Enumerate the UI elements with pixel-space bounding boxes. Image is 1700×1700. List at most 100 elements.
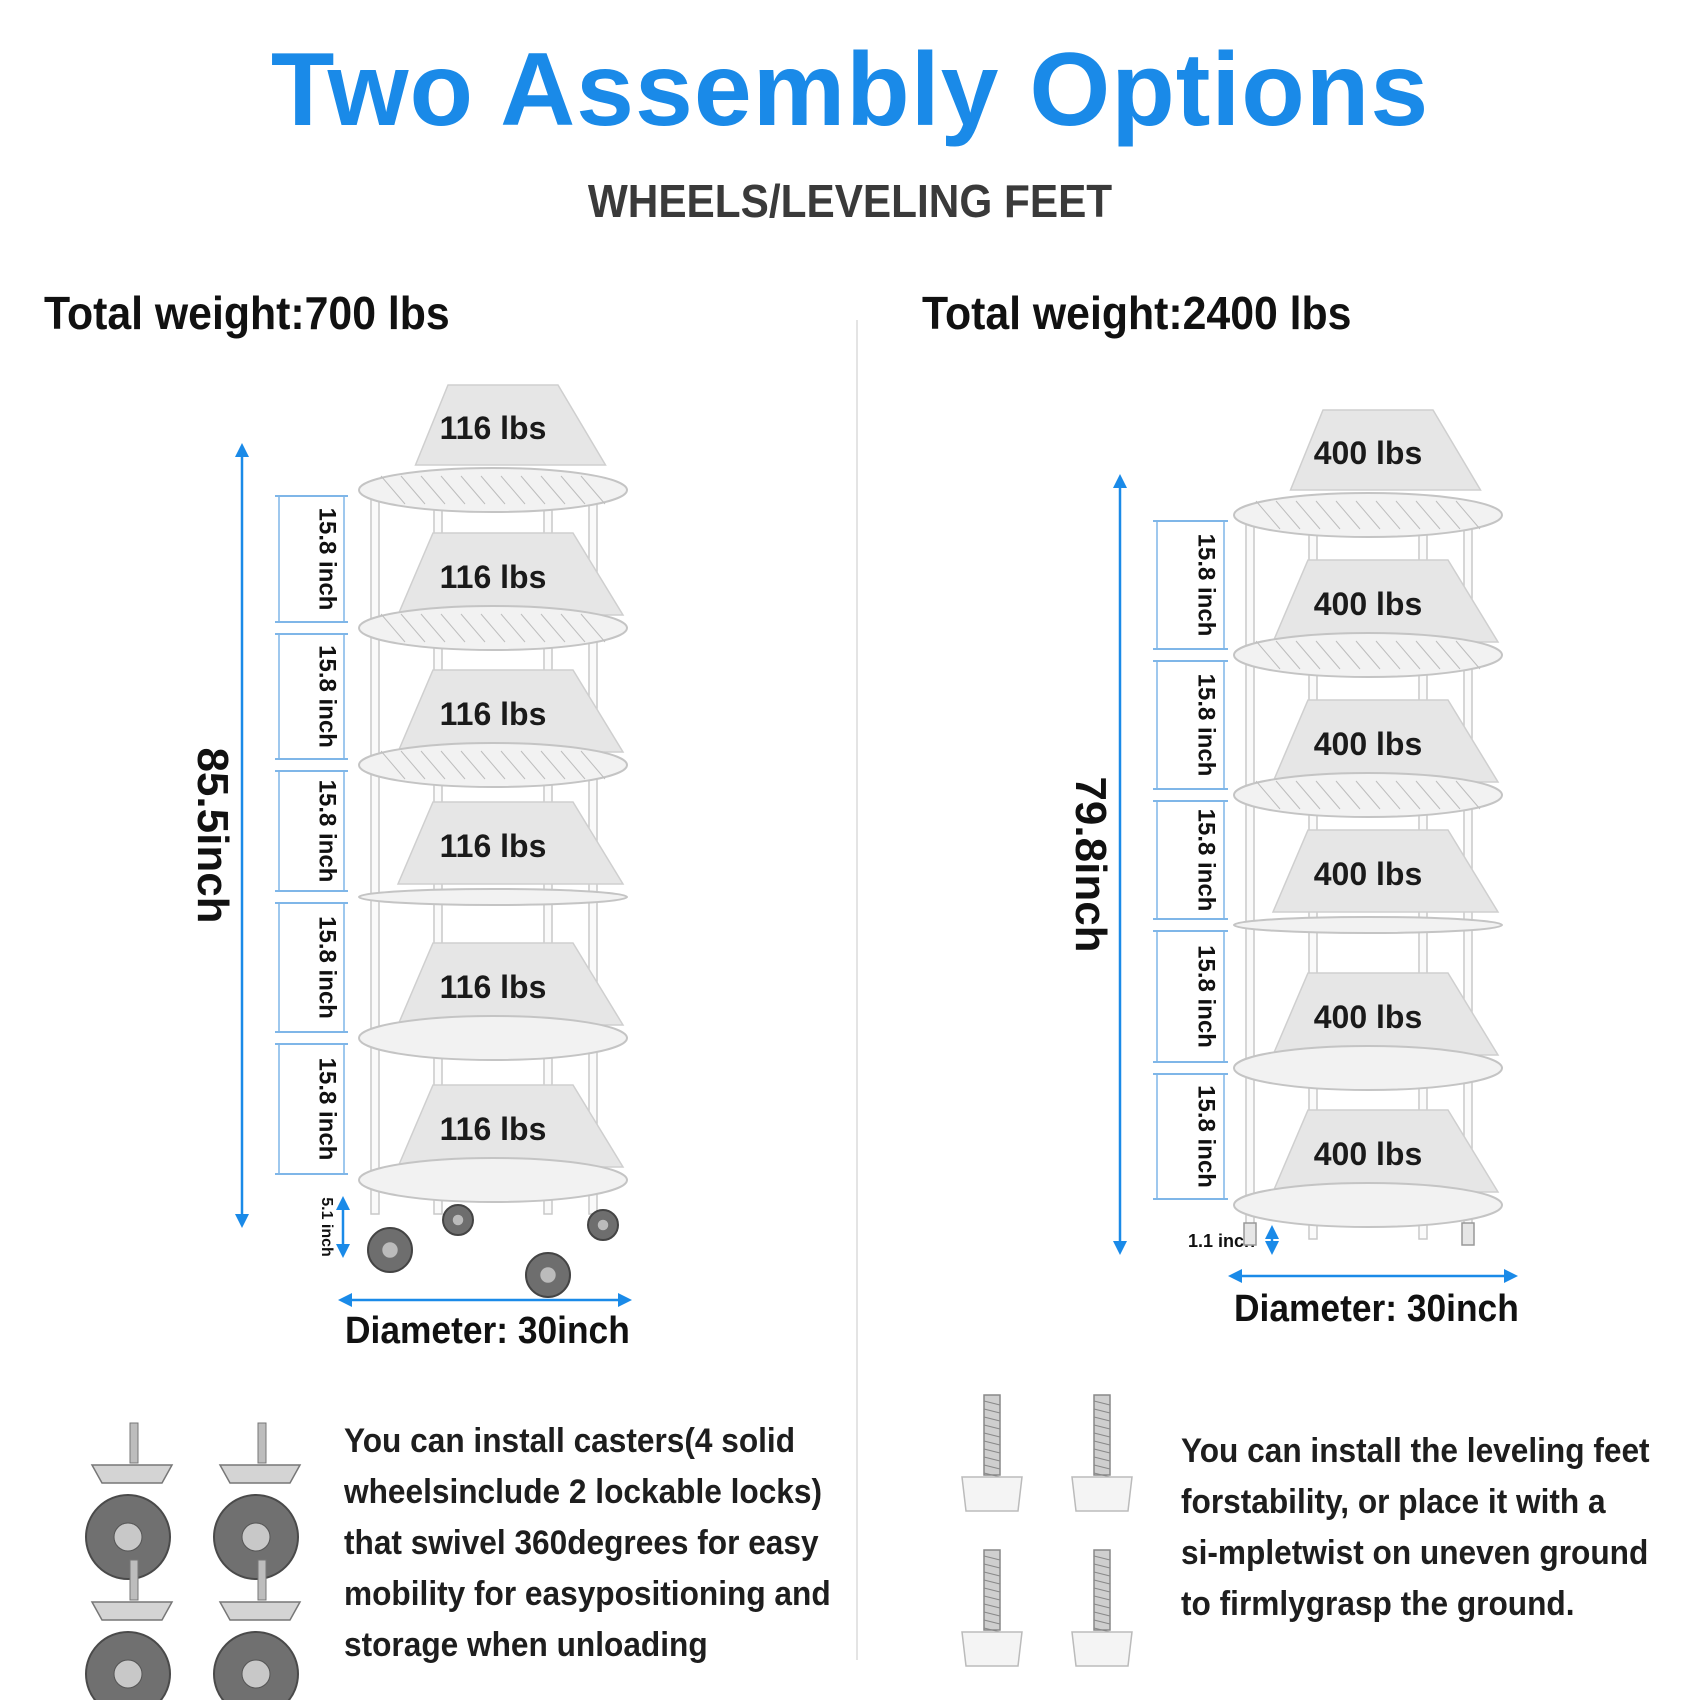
left-shelf-mesh <box>480 475 506 505</box>
right-diameter-arrow-head <box>1504 1269 1518 1283</box>
right-load-box <box>1289 409 1482 491</box>
right-shelf-mesh <box>1295 640 1321 670</box>
left-spacing-label: 15.8 inch <box>314 1058 341 1161</box>
left-shelf-mesh <box>400 613 426 643</box>
left-description-line: that swivel 360degrees for easy <box>344 1524 819 1562</box>
right-load-label: 400 lbs <box>1314 435 1423 471</box>
left-spacing-label: 15.8 inch <box>314 780 341 883</box>
left-shelf-mesh <box>400 750 426 780</box>
right-description-line: to firmlygrasp the ground. <box>1181 1585 1575 1623</box>
left-shelf-mesh <box>520 750 546 780</box>
left-shelf-mesh <box>520 613 546 643</box>
right-shelf-mesh <box>1375 780 1401 810</box>
left-load-box <box>396 1084 625 1168</box>
right-description-line: si-mpletwist on uneven ground <box>1181 1534 1649 1572</box>
left-caster-hub <box>540 1267 556 1283</box>
right-height-arrow-head <box>1113 474 1127 488</box>
left-description-line: wheelsinclude 2 lockable locks) <box>344 1473 823 1511</box>
left-shelf-mesh <box>500 475 526 505</box>
page-subtitle: WHEELS/LEVELING FEET <box>587 175 1113 227</box>
right-load-box <box>1271 829 1500 913</box>
left-bottom-arrow-head <box>336 1244 350 1258</box>
right-shelf-mesh <box>1355 780 1381 810</box>
right-shelf-mesh <box>1335 640 1361 670</box>
right-spacing-label: 15.8 inch <box>1193 534 1220 637</box>
right-load-label: 400 lbs <box>1314 999 1423 1035</box>
left-shelf-mesh <box>460 475 486 505</box>
left-spacing-label: 15.8 inch <box>314 508 341 611</box>
right-bottom-arrow-head <box>1265 1225 1279 1239</box>
right-shelf-mesh <box>1455 500 1481 530</box>
left-description-line: mobility for easypositioning and <box>344 1575 831 1613</box>
right-description-line: You can install the leveling feet <box>1181 1432 1650 1470</box>
right-load-label: 400 lbs <box>1314 1136 1423 1172</box>
left-shelf-mesh <box>520 475 546 505</box>
left-shelf-mesh <box>440 750 466 780</box>
right-shelf-mesh <box>1315 500 1341 530</box>
right-shelf-mesh <box>1255 640 1281 670</box>
left-shelf-mesh <box>480 613 506 643</box>
left-load-box <box>396 532 625 616</box>
left-description-line: storage when unloading <box>344 1626 708 1664</box>
left-load-label: 116 lbs <box>440 696 547 732</box>
left-spacing-label: 15.8 inch <box>314 645 341 748</box>
left-shelf-mesh <box>480 750 506 780</box>
right-shelf-mesh <box>1275 500 1301 530</box>
left-shelf-mesh <box>380 613 406 643</box>
right-spacing-label: 15.8 inch <box>1193 945 1220 1048</box>
left-description-line: You can install casters(4 solid <box>344 1422 796 1460</box>
left-shelf-mesh <box>580 475 606 505</box>
left-shelf-mesh <box>420 475 446 505</box>
right-leveling-foot <box>1461 1222 1475 1246</box>
left-shelf-mesh <box>440 475 466 505</box>
right-shelf-mesh <box>1415 640 1441 670</box>
left-bottom-arrow-head <box>336 1196 350 1210</box>
left-load-label: 116 lbs <box>440 828 547 864</box>
right-shelf-mesh <box>1355 640 1381 670</box>
left-shelf-mesh <box>500 750 526 780</box>
right-shelf <box>1233 1182 1503 1228</box>
right-bottom-label: 1.1 inch <box>1188 1231 1255 1251</box>
left-load-box <box>396 669 625 753</box>
left-shelf-mesh <box>420 750 446 780</box>
right-shelf-mesh <box>1295 500 1321 530</box>
right-shelf-mesh <box>1275 640 1301 670</box>
left-diameter-arrow-head <box>618 1293 632 1307</box>
left-shelf-mesh <box>540 475 566 505</box>
right-load-label: 400 lbs <box>1314 586 1423 622</box>
left-height-arrow-head <box>235 1214 249 1228</box>
right-load-box <box>1271 1109 1500 1193</box>
right-shelf-mesh <box>1275 780 1301 810</box>
right-shelf-mesh <box>1455 780 1481 810</box>
left-height-label: 85.5inch <box>188 747 237 923</box>
left-shelf-mesh <box>560 750 586 780</box>
left-shelf-mesh <box>440 613 466 643</box>
right-shelf-mesh <box>1375 500 1401 530</box>
right-total-weight: Total weight:2400 lbs <box>922 287 1352 339</box>
left-shelf-mesh <box>460 750 486 780</box>
left-shelf <box>358 888 628 906</box>
right-shelf-mesh <box>1395 500 1421 530</box>
left-shelf-mesh <box>380 475 406 505</box>
right-shelf-mesh <box>1375 640 1401 670</box>
left-shelf-mesh <box>540 613 566 643</box>
left-load-label: 116 lbs <box>440 559 547 595</box>
right-diameter-arrow-head <box>1228 1269 1242 1283</box>
left-load-label: 116 lbs <box>440 1111 547 1147</box>
left-caster-hub <box>382 1242 398 1258</box>
right-spacing-label: 15.8 inch <box>1193 809 1220 912</box>
right-rack-post <box>1245 508 1255 1240</box>
right-shelf-mesh <box>1255 500 1281 530</box>
right-description-line: forstability, or place it with a <box>1181 1483 1606 1521</box>
right-shelf-mesh <box>1355 500 1381 530</box>
left-shelf-mesh <box>500 613 526 643</box>
left-shelf-mesh <box>380 750 406 780</box>
left-load-box <box>396 942 625 1026</box>
left-caster-hub <box>452 1214 464 1226</box>
left-diameter-label: Diameter: 30inch <box>345 1310 630 1352</box>
right-load-label: 400 lbs <box>1314 856 1423 892</box>
left-shelf-mesh <box>580 750 606 780</box>
